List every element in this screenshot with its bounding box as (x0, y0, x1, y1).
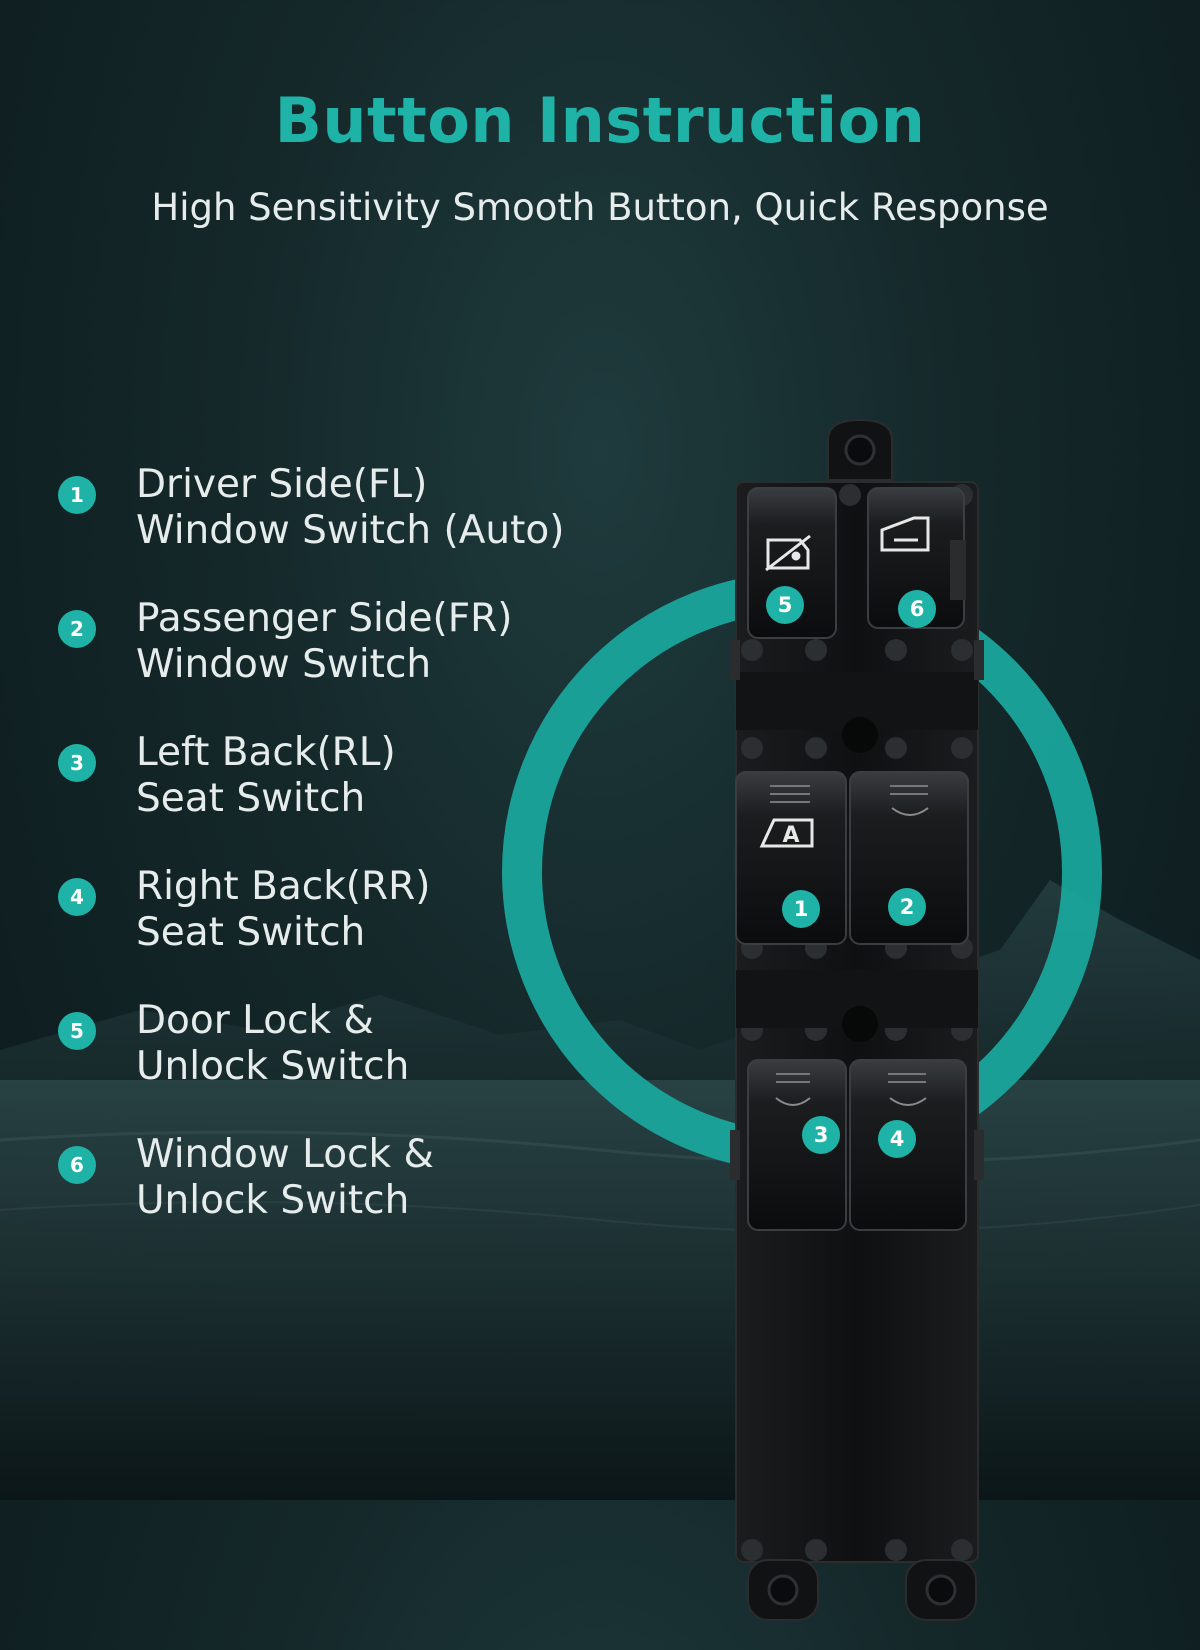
switch-badge-1: 1 (782, 890, 820, 928)
switch-badge-4: 4 (878, 1120, 916, 1158)
page-title: Button Instruction (274, 84, 926, 157)
legend-badge: 4 (58, 878, 96, 916)
legend-badge: 2 (58, 610, 96, 648)
legend-item-6: 6 Window Lock & Unlock Switch (58, 1132, 618, 1266)
legend-text: Right Back(RR) Seat Switch (136, 864, 430, 956)
legend-badge: 5 (58, 1012, 96, 1050)
legend-text: Window Lock & Unlock Switch (136, 1132, 434, 1224)
auto-icon-letter: A (782, 823, 799, 848)
legend-text: Passenger Side(FR) Window Switch (136, 596, 513, 688)
legend-line: Unlock Switch (136, 1044, 410, 1089)
legend-item-3: 3 Left Back(RL) Seat Switch (58, 730, 618, 864)
legend-line: Window Lock & (136, 1132, 434, 1177)
legend-line: Seat Switch (136, 776, 366, 821)
switch-badge-5: 5 (766, 586, 804, 624)
legend-line: Window Switch (Auto) (136, 508, 565, 553)
legend-line: Door Lock & (136, 998, 374, 1043)
legend-item-2: 2 Passenger Side(FR) Window Switch (58, 596, 618, 730)
switch-badge-3: 3 (802, 1116, 840, 1154)
legend-text: Door Lock & Unlock Switch (136, 998, 409, 1090)
legend-item-4: 4 Right Back(RR) Seat Switch (58, 864, 618, 998)
legend-line: Right Back(RR) (136, 864, 431, 909)
legend-item-5: 5 Door Lock & Unlock Switch (58, 998, 618, 1132)
legend-text: Left Back(RL) Seat Switch (136, 730, 396, 822)
window-lock-icon (880, 516, 930, 552)
legend-line: Unlock Switch (136, 1178, 410, 1223)
switch-badge-6: 6 (898, 590, 936, 628)
legend-line: Passenger Side(FR) (136, 596, 513, 641)
legend-line: Driver Side(FL) (136, 462, 428, 507)
button-legend: 1 Driver Side(FL) Window Switch (Auto) 2… (58, 462, 618, 1266)
door-lock-icon (765, 534, 811, 572)
legend-line: Window Switch (136, 642, 432, 687)
page-subtitle: High Sensitivity Smooth Button, Quick Re… (151, 186, 1049, 229)
window-switch-panel: A (730, 418, 984, 1621)
legend-line: Left Back(RL) (136, 730, 396, 775)
legend-badge: 3 (58, 744, 96, 782)
legend-item-1: 1 Driver Side(FL) Window Switch (Auto) (58, 462, 618, 596)
legend-text: Driver Side(FL) Window Switch (Auto) (136, 462, 565, 554)
legend-badge: 1 (58, 476, 96, 514)
legend-badge: 6 (58, 1146, 96, 1184)
legend-line: Seat Switch (136, 910, 366, 955)
auto-window-icon (759, 818, 814, 848)
switch-badge-2: 2 (888, 888, 926, 926)
